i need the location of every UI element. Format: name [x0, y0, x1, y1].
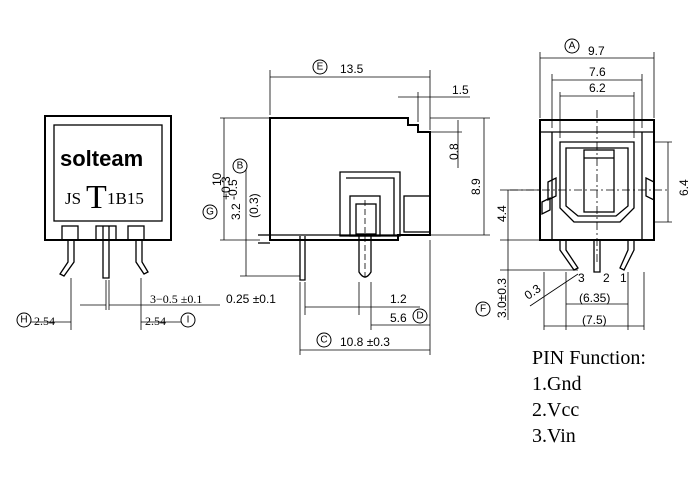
label-e: E — [317, 62, 324, 73]
marking-right: 1B15 — [107, 189, 144, 208]
side-view: E 13.5 1.5 0.8 8.9 10 B 3.2 +0.3 -0.5 (0… — [202, 59, 490, 355]
label-b: B — [237, 161, 244, 172]
dim-1-5: 1.5 — [452, 83, 469, 97]
dim-0-25: 0.25 ±0.1 — [226, 292, 276, 306]
brand-logo: solteam — [60, 146, 143, 171]
rear-port-outer — [559, 141, 635, 223]
dim-6-35: (6.35) — [579, 291, 610, 305]
dim-7-6: 7.6 — [589, 65, 606, 79]
dim-4-4: 4.4 — [495, 205, 509, 222]
rear-pin-2 — [593, 240, 601, 273]
dim-3-0: 3.0±0.3 — [495, 278, 509, 318]
marking-big: T — [86, 179, 107, 216]
pin-number-2: 2 — [603, 271, 610, 285]
rear-pin-3 — [559, 240, 579, 271]
pin-function-block: PIN Function: 1.Gnd 2.Vcc 3.Vin — [532, 347, 646, 447]
pin-function-item-3: 3.Vin — [532, 425, 576, 447]
dim-5-6: 5.6 — [390, 311, 407, 325]
pin-function-item-1: 1.Gnd — [532, 373, 581, 395]
dim-6-2: 6.2 — [589, 81, 606, 95]
label-g: G — [206, 207, 214, 218]
marking-left: JS — [65, 189, 81, 208]
label-h-circle — [16, 312, 32, 328]
rear-fiber-slot — [583, 149, 615, 213]
dim-13-5: 13.5 — [340, 62, 364, 76]
front-pin-center — [102, 226, 110, 279]
dim-10: 10 — [210, 172, 224, 186]
dim-3-2-tol-dn: -0.5 — [226, 179, 240, 200]
dim-0-8: 0.8 — [447, 143, 461, 160]
side-pin-front — [299, 236, 306, 281]
dim-3-2: 3.2 — [229, 203, 243, 220]
dim-8-9: 8.9 — [469, 178, 483, 195]
pin-function-item-2: 2.Vcc — [532, 399, 579, 421]
dim-2-54-right: 2.54 — [145, 314, 166, 328]
front-label-window — [53, 124, 163, 222]
label-f: F — [480, 304, 486, 315]
side-socket — [339, 171, 401, 237]
dim-1-2: 1.2 — [390, 292, 407, 306]
dim-7-5: (7.5) — [582, 313, 607, 327]
label-h: H — [20, 315, 27, 326]
rear-port-inner — [565, 147, 629, 217]
dim-3-0-5: 3−0.5 ±0.1 — [150, 292, 202, 306]
label-c: C — [320, 335, 327, 346]
label-i: I — [187, 315, 190, 326]
label-i-circle — [180, 312, 196, 328]
label-a: A — [569, 41, 576, 52]
dim-0-3-paren: (0.3) — [247, 193, 261, 218]
rear-pin-1 — [619, 240, 635, 271]
rear-view: A 9.7 7.6 6.2 6.4 4.4 3.0±0.3 F 0.3 3 2 … — [475, 38, 691, 330]
label-d: D — [416, 311, 423, 322]
pin-number-1: 1 — [620, 271, 627, 285]
dim-9-7: 9.7 — [588, 44, 605, 58]
dim-2-54-left: 2.54 — [34, 314, 55, 328]
pin-number-3: 3 — [578, 271, 585, 285]
front-view: solteam JS T 1B15 H 2.54 2.54 I 3−0.5 ±0… — [16, 115, 220, 330]
dim-6-4: 6.4 — [677, 179, 691, 196]
front-pin-left — [59, 240, 75, 277]
dim-3-2-tol-up: +0.3 — [219, 176, 233, 200]
front-pin-right — [135, 240, 149, 275]
pin-function-title: PIN Function: — [532, 347, 646, 369]
dim-10-8: 10.8 ±0.3 — [340, 335, 390, 349]
